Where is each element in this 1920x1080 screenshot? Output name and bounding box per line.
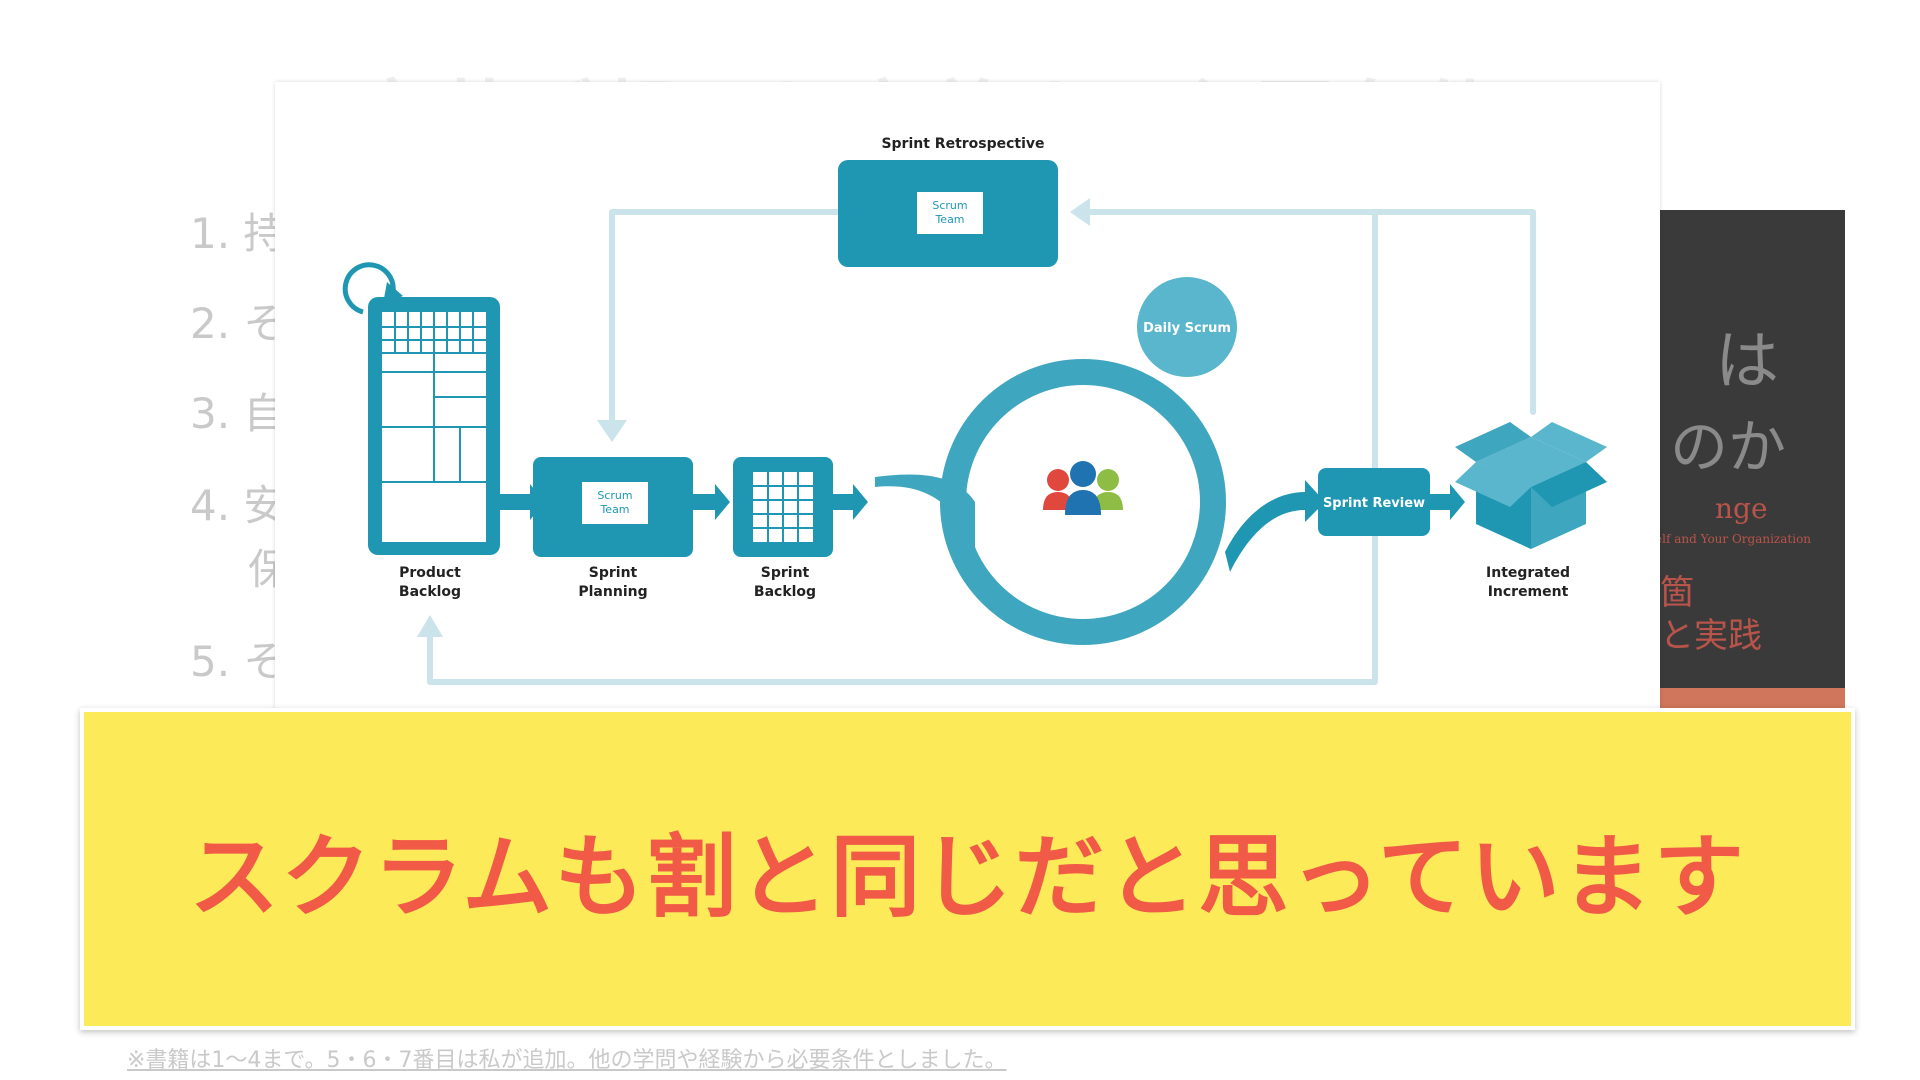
highlight-banner: スクラムも割と同じだと思っています — [80, 708, 1855, 1030]
flow-line-retro-to-planning — [609, 209, 841, 425]
arrowhead — [597, 420, 627, 442]
list-item: 2. そ — [190, 299, 286, 348]
increment-box-icon — [1455, 422, 1607, 549]
flow-arrow — [1430, 484, 1465, 520]
sprint-retrospective-label: Sprint Retrospective — [881, 136, 1044, 152]
scrum-team-label: Scrum — [597, 489, 632, 502]
sprint-backlog-label: Backlog — [754, 584, 816, 600]
scrum-team-label: Team — [934, 213, 964, 226]
scrum-team-label: Team — [599, 503, 629, 516]
sprint-review-label: Sprint Review — [1323, 496, 1425, 511]
list-item: 5. そ — [190, 637, 286, 686]
flow-arrow — [833, 484, 868, 520]
sprint-backlog-label: Sprint — [761, 565, 810, 581]
book-author-line: と実践 — [1660, 616, 1762, 656]
integrated-increment-label: Integrated — [1486, 565, 1570, 581]
footnote: ※書籍は1〜4まで。5・6・7番目は私が追加。他の学問や経験から必要条件としまし… — [127, 1048, 1007, 1073]
sprint-planning-label: Sprint — [589, 565, 638, 581]
integrated-increment-label: Increment — [1488, 584, 1569, 600]
list-item: 4. 安 — [190, 481, 286, 530]
daily-scrum-bubble — [1137, 277, 1237, 377]
banner-text: スクラムも割と同じだと思っています — [189, 825, 1746, 930]
book-title-line: のか — [1670, 413, 1787, 481]
team-people-icon — [1043, 461, 1123, 515]
list-item: 1. 持 — [190, 209, 286, 258]
sprint-review-box — [1318, 468, 1430, 536]
product-backlog-label: Backlog — [399, 584, 461, 600]
sprint-cycle-ring — [940, 359, 1226, 645]
sprint-planning-label: Planning — [578, 584, 647, 600]
book-title-line: は — [1715, 325, 1779, 399]
product-backlog-label: Product — [399, 565, 461, 581]
refresh-icon — [342, 262, 396, 315]
flow-line-increment-to-retro — [1084, 209, 1536, 415]
book-subtitle-line: nge — [1715, 492, 1768, 525]
arrowhead — [1070, 198, 1090, 226]
scrum-team-label: Scrum — [932, 199, 967, 212]
book-subtitle-line: elf and Your Organization — [1655, 532, 1812, 546]
book-bottom-band — [1655, 688, 1845, 710]
book-author-line: 箇 — [1660, 573, 1694, 613]
flow-arrow — [693, 484, 730, 520]
flow-line-review-to-backlog — [427, 209, 1378, 685]
sprint-exit-arrow — [1225, 480, 1325, 572]
list-item: 3. 自 — [190, 389, 286, 438]
book-cover-image: は のか nge elf and Your Organization 箇 と実践 — [1655, 210, 1845, 710]
arrowhead — [417, 615, 443, 637]
scrum-framework-diagram: Scrum Team Daily Scrum Sprin — [275, 82, 1660, 712]
daily-scrum-label: Daily Scrum — [1143, 321, 1231, 336]
